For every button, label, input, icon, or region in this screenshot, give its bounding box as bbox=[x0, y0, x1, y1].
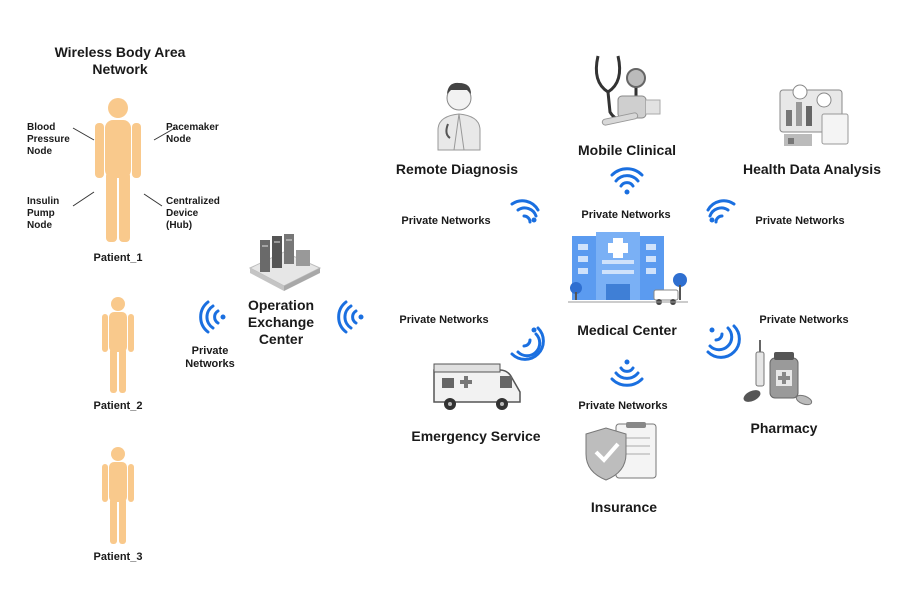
wifi-icon-emergency bbox=[510, 326, 545, 361]
wban-title: Wireless Body Area Network bbox=[54, 44, 186, 77]
pharmacy-medicine-icon bbox=[743, 340, 813, 406]
patient-2-body-icon bbox=[102, 297, 134, 393]
mobile-link-label: Private Networks bbox=[581, 209, 671, 221]
medical-center-label: Medical Center bbox=[577, 322, 677, 338]
node-connector-lines bbox=[72, 127, 176, 207]
insurance-label: Insurance bbox=[590, 499, 658, 515]
server-rack-icon bbox=[248, 234, 322, 291]
wifi-icon-remote bbox=[510, 199, 540, 224]
pharmacy-link-label: Private Networks bbox=[759, 314, 849, 326]
mobile-clinical-label: Mobile Clinical bbox=[577, 142, 676, 158]
health-link-label: Private Networks bbox=[755, 215, 845, 227]
hub-device-label: Centralized Device (Hub) bbox=[166, 196, 220, 231]
ambulance-icon bbox=[433, 363, 521, 410]
pharmacy-label: Pharmacy bbox=[750, 420, 818, 436]
wifi-icon-mobile bbox=[610, 167, 644, 195]
remote-link-label: Private Networks bbox=[401, 215, 491, 227]
wifi-icon-pharmacy bbox=[706, 324, 741, 359]
remote-diagnosis-label: Remote Diagnosis bbox=[395, 161, 519, 177]
data-analysis-icon bbox=[779, 84, 849, 146]
wifi-icon-patients bbox=[199, 300, 226, 334]
emergency-service-label: Emergency Service bbox=[411, 428, 541, 444]
blood-pressure-node-label: Blood Pressure Node bbox=[27, 122, 70, 157]
patient-1-body-icon bbox=[95, 98, 141, 242]
patient-2-label: Patient_2 bbox=[93, 400, 143, 412]
wifi-icon-exchange bbox=[337, 300, 364, 334]
pacemaker-node-label: Pacemaker Node bbox=[166, 122, 219, 145]
stethoscope-icon bbox=[594, 55, 661, 126]
patient-3-body-icon bbox=[102, 447, 134, 544]
insulin-pump-node-label: Insulin Pump Node bbox=[27, 196, 60, 231]
patient-1-label: Patient_1 bbox=[93, 252, 143, 264]
hospital-icon bbox=[568, 232, 688, 305]
doctor-icon bbox=[437, 82, 481, 151]
wifi-icon-insurance bbox=[610, 359, 644, 387]
insurance-link-label: Private Networks bbox=[578, 400, 668, 412]
patient-3-label: Patient_3 bbox=[93, 551, 143, 563]
operation-exchange-center-label: Operation Exchange Center bbox=[247, 297, 315, 347]
exchange-link-label: Private Networks bbox=[185, 345, 235, 371]
wifi-icon-health bbox=[706, 199, 736, 224]
health-data-analysis-label: Health Data Analysis bbox=[743, 161, 881, 177]
insurance-shield-icon bbox=[585, 422, 657, 481]
exchange-to-center-link-label: Private Networks bbox=[399, 314, 489, 326]
